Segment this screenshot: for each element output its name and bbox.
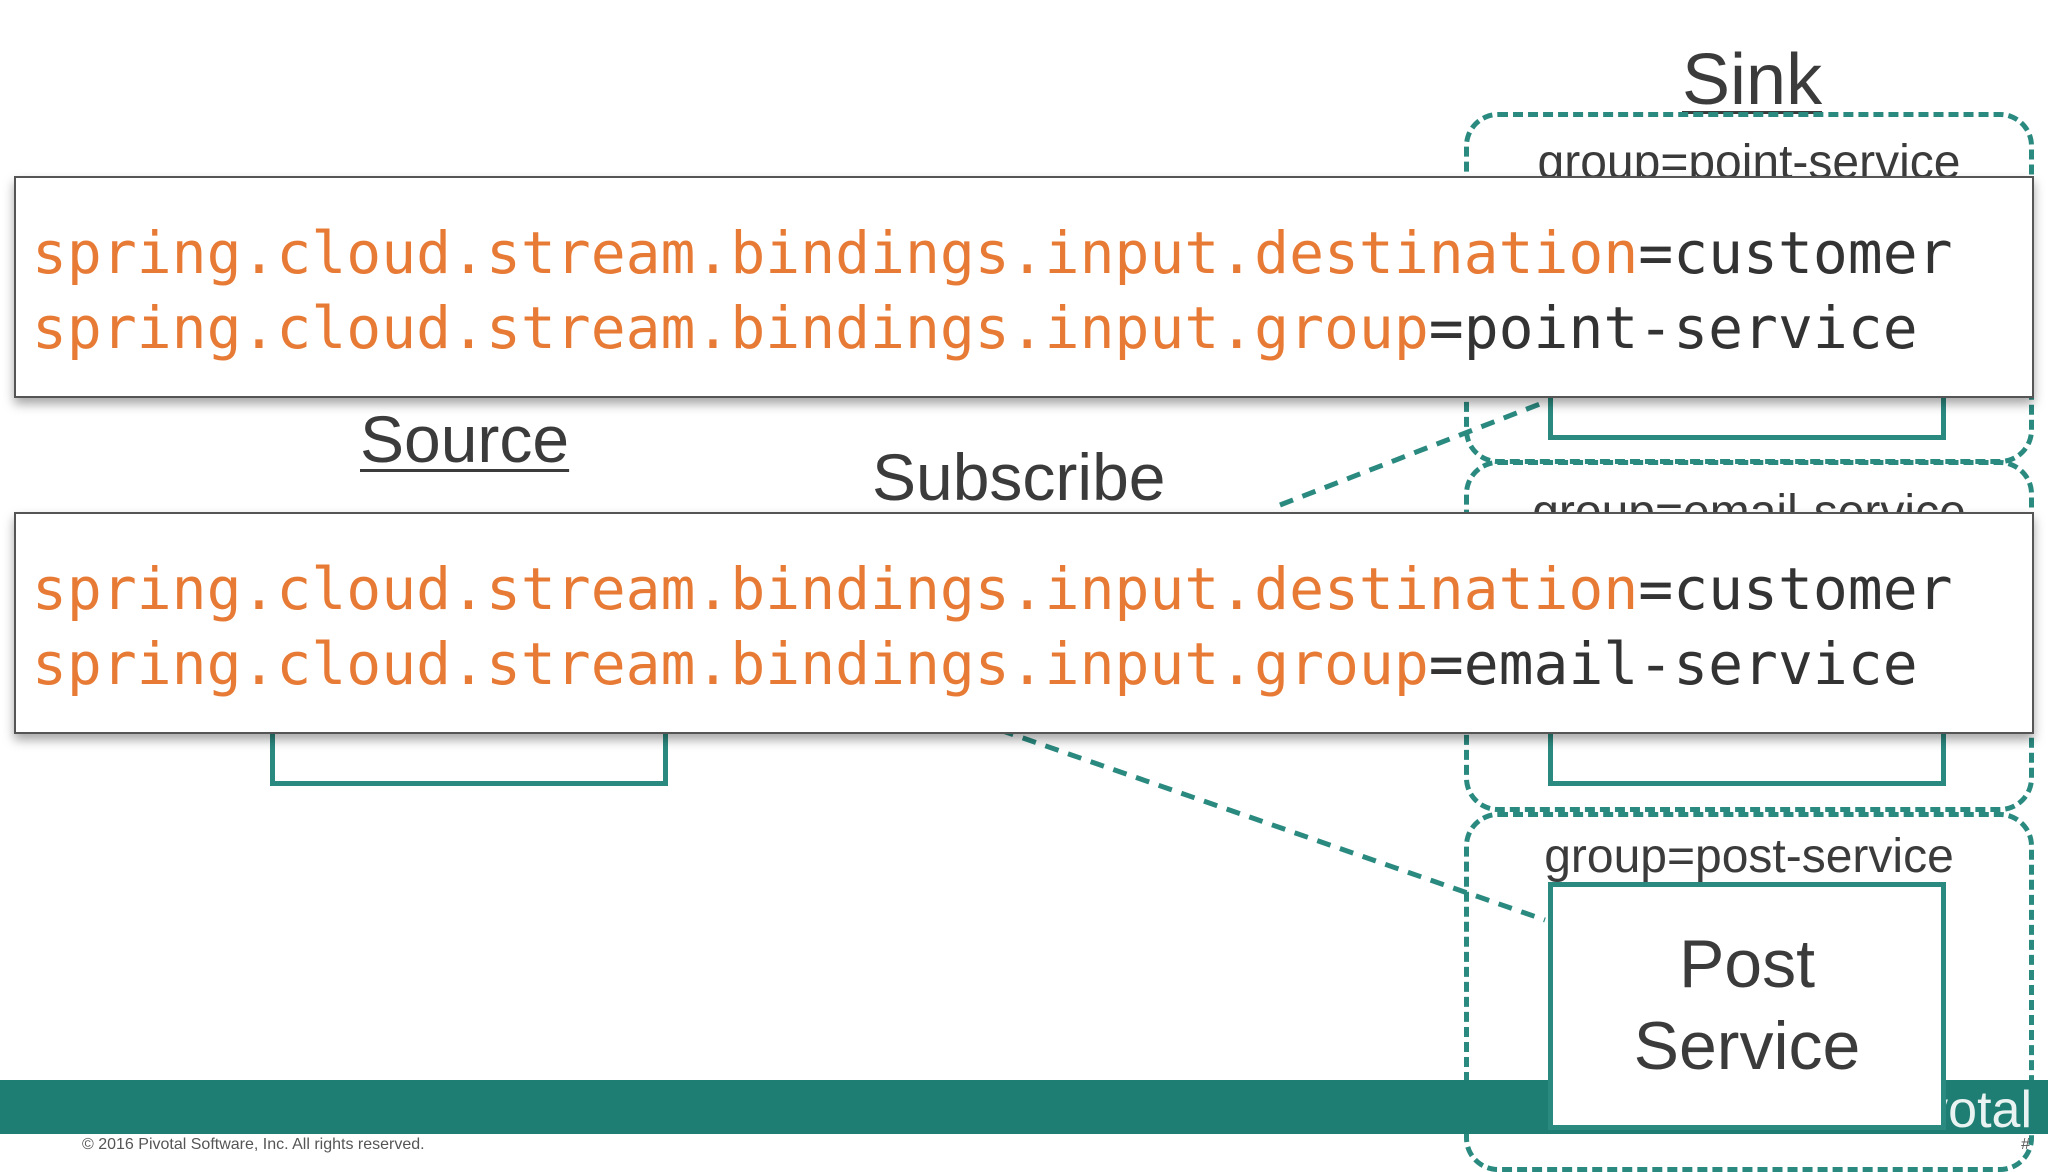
subscribe-title: Subscribe [872, 440, 1166, 514]
property-value: customer [1673, 219, 1953, 287]
property-key: spring.cloud.stream.bindings.input.group [32, 294, 1429, 362]
sink-title: Sink [1682, 40, 1823, 120]
source-title: Source [360, 402, 570, 476]
connector-to-post-service [999, 727, 1546, 923]
code-line-destination: spring.cloud.stream.bindings.input.desti… [32, 555, 1953, 623]
code-line-group: spring.cloud.stream.bindings.input.group… [32, 630, 1918, 698]
page-number-marker: # [2021, 1136, 2030, 1153]
code-box-email-service: spring.cloud.stream.bindings.input.desti… [14, 512, 2034, 734]
code-line-destination: spring.cloud.stream.bindings.input.desti… [32, 219, 1953, 287]
post-service-line2: Service [1633, 1008, 1861, 1084]
code-line-group: spring.cloud.stream.bindings.input.group… [32, 294, 1918, 362]
code-box-point-service: spring.cloud.stream.bindings.input.desti… [14, 176, 2034, 398]
group-label-post-service: group=post-service [1544, 830, 1954, 883]
property-value: customer [1673, 555, 1953, 623]
group-container-post-service: group=post-service [1464, 812, 2034, 1172]
property-key: spring.cloud.stream.bindings.input.desti… [32, 219, 1639, 287]
property-key: spring.cloud.stream.bindings.input.group [32, 630, 1429, 698]
property-value: email-service [1463, 630, 1918, 698]
post-service-line1: Post [1678, 926, 1816, 1003]
service-box-post: Post Service [1548, 882, 1946, 1130]
copyright-text: © 2016 Pivotal Software, Inc. All rights… [82, 1136, 425, 1153]
property-key: spring.cloud.stream.bindings.input.desti… [32, 555, 1639, 623]
property-value: point-service [1463, 294, 1918, 362]
